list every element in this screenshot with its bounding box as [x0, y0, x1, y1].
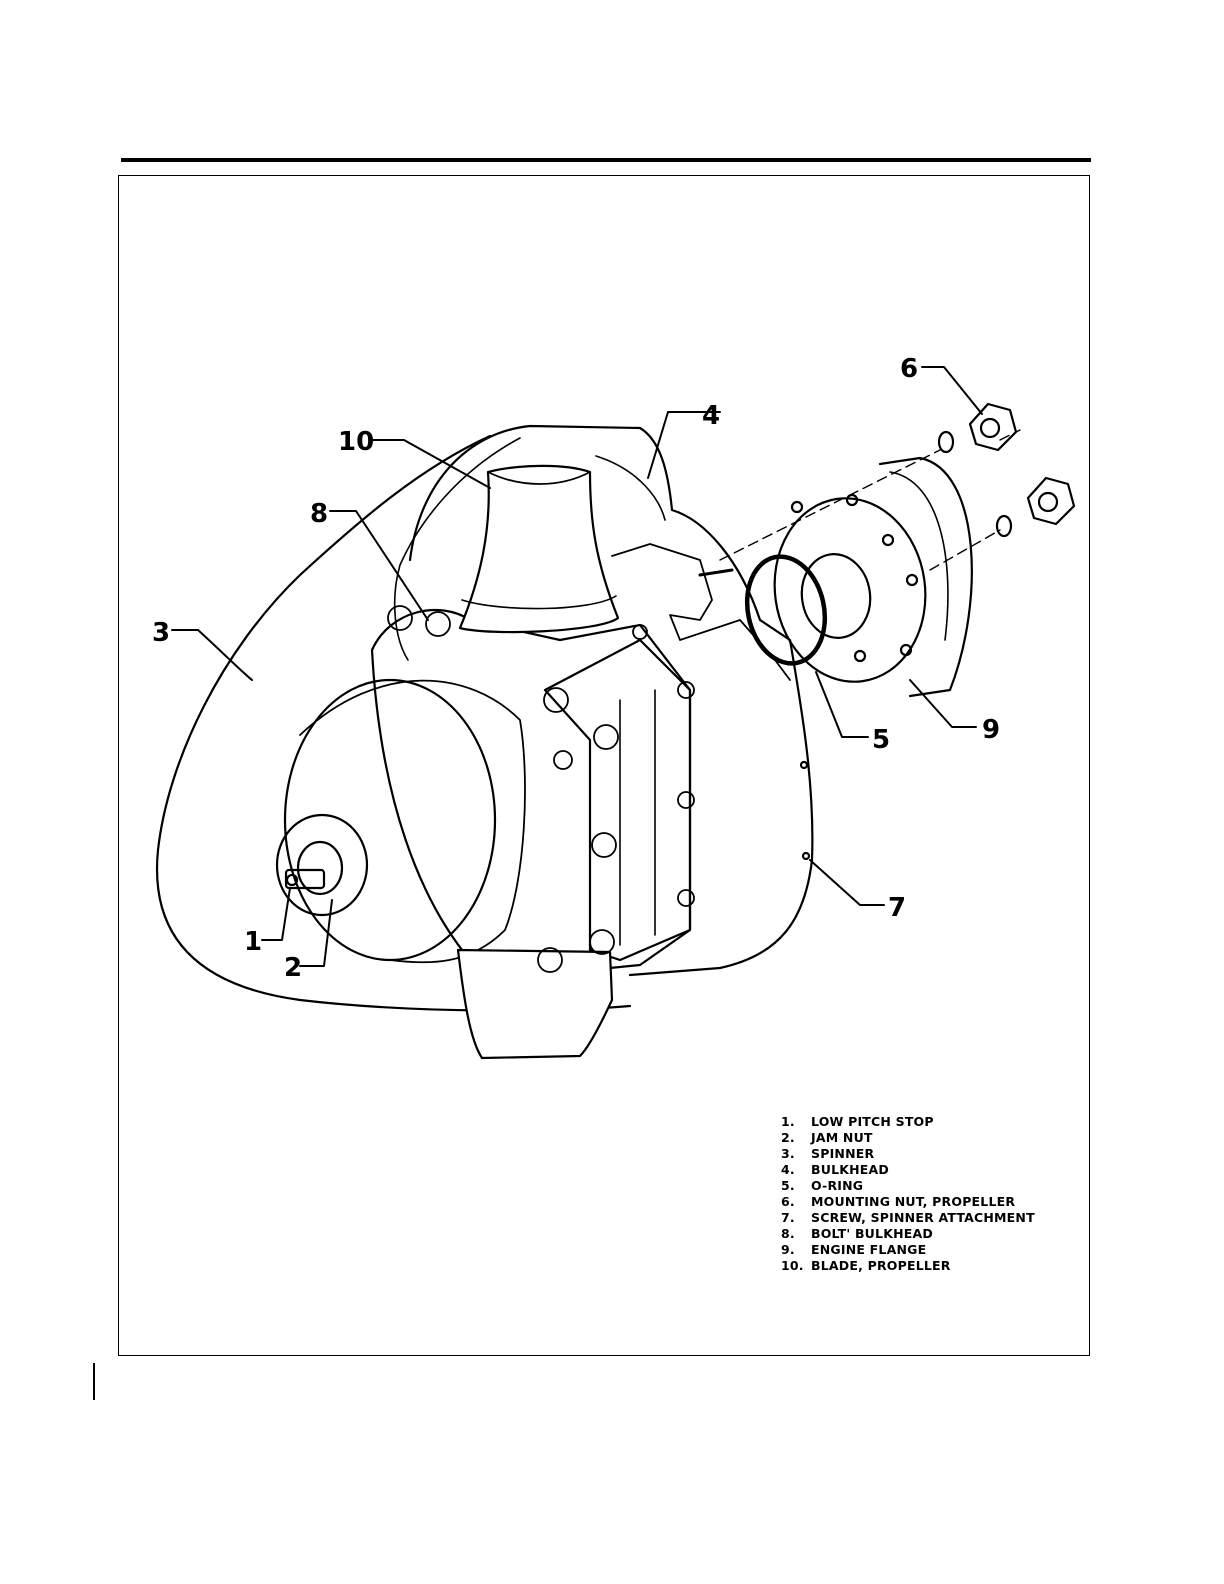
- legend-number: 2.: [781, 1130, 811, 1146]
- legend-item: 8.BOLT' BULKHEAD: [781, 1226, 1081, 1242]
- callout-6: 6: [900, 354, 918, 384]
- legend-item: 2.JAM NUT: [781, 1130, 1081, 1146]
- legend-number: 6.: [781, 1194, 811, 1210]
- legend-number: 10.: [781, 1258, 811, 1274]
- callout-4: 4: [702, 401, 720, 431]
- blade-lower: [458, 950, 612, 1058]
- legend-number: 1.: [781, 1114, 811, 1130]
- callout-2: 2: [284, 953, 302, 983]
- callout-1: 1: [244, 927, 262, 957]
- legend-label: SPINNER: [811, 1146, 874, 1162]
- legend-item: 10.BLADE, PROPELLER: [781, 1258, 1081, 1274]
- callout-7: 7: [888, 893, 906, 923]
- legend-label: ENGINE FLANGE: [811, 1242, 926, 1258]
- legend-item: 1.LOW PITCH STOP: [781, 1114, 1081, 1130]
- legend-item: 4.BULKHEAD: [781, 1162, 1081, 1178]
- mounting-nuts: [939, 404, 1074, 536]
- bolt-heads: [388, 606, 694, 972]
- callout-labels: 1 2 3 4 5 6 7 8 9 10: [152, 354, 1000, 983]
- legend-label: MOUNTING NUT, PROPELLER: [811, 1194, 1015, 1210]
- legend-number: 8.: [781, 1226, 811, 1242]
- legend-label: LOW PITCH STOP: [811, 1114, 934, 1130]
- pitch-cylinder-face: [285, 680, 495, 960]
- legend-label: BULKHEAD: [811, 1162, 889, 1178]
- hub-housing: [372, 610, 690, 975]
- legend-label: JAM NUT: [811, 1130, 873, 1146]
- blade-upper: [460, 466, 618, 632]
- bulkhead-inner: [596, 456, 665, 520]
- legend-label: O-RING: [811, 1178, 863, 1194]
- bulkhead: [410, 426, 812, 975]
- callout-9: 9: [982, 715, 1000, 745]
- legend-label: BOLT' BULKHEAD: [811, 1226, 933, 1242]
- legend-label: SCREW, SPINNER ATTACHMENT: [811, 1210, 1035, 1226]
- callout-3: 3: [152, 618, 170, 648]
- o-ring: [738, 549, 835, 670]
- legend-item: 6.MOUNTING NUT, PROPELLER: [781, 1194, 1081, 1210]
- callout-5: 5: [872, 725, 890, 755]
- legend-item: 5.O-RING: [781, 1178, 1081, 1194]
- legend-item: 7.SCREW, SPINNER ATTACHMENT: [781, 1210, 1081, 1226]
- legend-item: 9.ENGINE FLANGE: [781, 1242, 1081, 1258]
- legend-label: BLADE, PROPELLER: [811, 1258, 951, 1274]
- callout-10: 10: [338, 427, 374, 457]
- parts-legend: 1.LOW PITCH STOP 2.JAM NUT 3.SPINNER 4.B…: [781, 1114, 1081, 1274]
- callout-8: 8: [310, 499, 328, 529]
- legend-number: 7.: [781, 1210, 811, 1226]
- legend-number: 5.: [781, 1178, 811, 1194]
- legend-number: 9.: [781, 1242, 811, 1258]
- legend-item: 3.SPINNER: [781, 1146, 1081, 1162]
- clamp-plate: [545, 640, 690, 960]
- legend-number: 3.: [781, 1146, 811, 1162]
- legend-number: 4.: [781, 1162, 811, 1178]
